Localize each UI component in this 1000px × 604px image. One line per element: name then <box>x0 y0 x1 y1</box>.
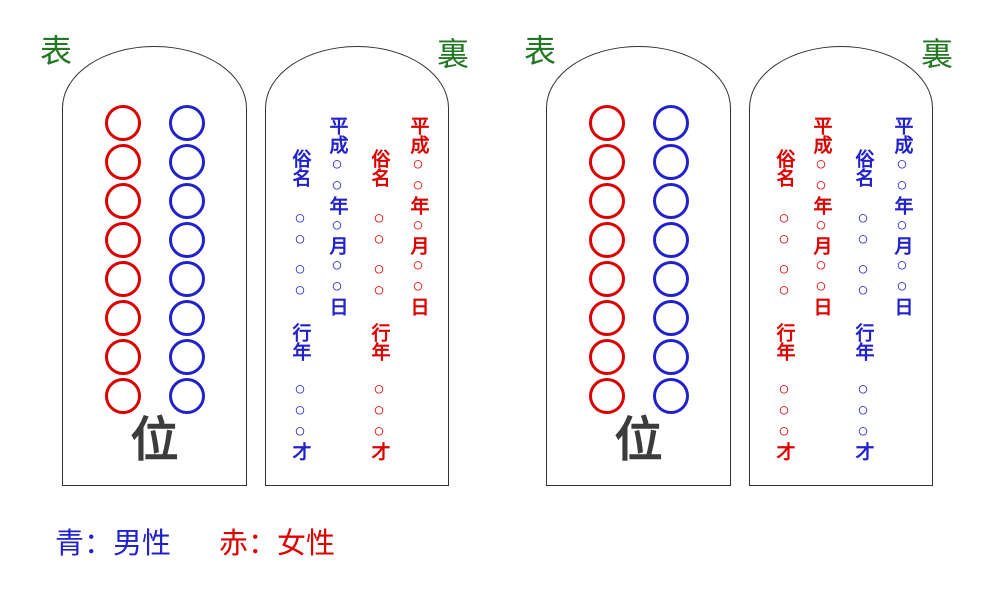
age-label: 行年 <box>773 323 795 361</box>
back-column-date-male: 平成○○年○月○○日 <box>890 47 914 485</box>
name-placeholder-circle <box>169 105 205 141</box>
name-placeholder: ○○ <box>773 208 795 250</box>
name-placeholder-circle <box>105 300 141 336</box>
back-column-name-male: 俗名 ○○ ○○ 行年 ○○○才 <box>288 47 312 485</box>
front-side-label: 表 <box>524 33 557 69</box>
age-placeholder: ○○○才 <box>773 379 795 461</box>
back-column-date-male: 平成○○年○月○○日 <box>325 47 349 485</box>
name-placeholder-circle <box>105 105 141 141</box>
name-placeholder-circle <box>169 261 205 297</box>
name-circles-column-male <box>653 105 689 414</box>
name-placeholder-circle <box>653 222 689 258</box>
name-placeholder-circle <box>653 300 689 336</box>
name-placeholder-circle <box>589 105 625 141</box>
name-placeholder-circle <box>169 378 205 414</box>
seat-character: 位 <box>614 414 663 467</box>
common-name-label: 俗名 <box>773 149 795 187</box>
name-placeholder-circle <box>589 300 625 336</box>
name-placeholder-circle <box>589 222 625 258</box>
name-placeholder-circle <box>169 222 205 258</box>
name-placeholder-circle <box>105 339 141 375</box>
name-placeholder-circle <box>653 378 689 414</box>
legend: 青：男性 赤：女性 <box>55 527 335 562</box>
back-column-name-female: 俗名 ○○ ○○ 行年 ○○○才 <box>772 47 796 485</box>
back-column-name-male: 俗名 ○○ ○○ 行年 ○○○才 <box>851 47 875 485</box>
back-side-label: 裏 <box>437 36 470 72</box>
age-placeholder: ○○○才 <box>289 379 311 461</box>
name-placeholder-circle <box>105 261 141 297</box>
age-label: 行年 <box>852 323 874 361</box>
name-placeholder: ○○ <box>852 259 874 301</box>
seat-character: 位 <box>130 414 179 467</box>
age-label: 行年 <box>368 323 390 361</box>
name-placeholder-circle <box>653 261 689 297</box>
name-placeholder-circle <box>169 144 205 180</box>
name-placeholder: ○○ <box>368 259 390 301</box>
age-placeholder: ○○○才 <box>368 379 390 461</box>
legend-female: 赤：女性 <box>219 528 336 560</box>
back-column-date-female: 平成○○年○月○○日 <box>809 47 833 485</box>
ihai-pair-1: 表裏位俗名○○○○行年○○○才平成○○年○月○○日俗名○○○○行年○○○才平成○… <box>40 33 480 503</box>
name-placeholder-circle <box>169 339 205 375</box>
name-placeholder-circle <box>653 183 689 219</box>
name-placeholder-circle <box>653 339 689 375</box>
name-circles-column-female <box>105 105 141 414</box>
name-placeholder-circle <box>589 378 625 414</box>
name-circles-column-male <box>169 105 205 414</box>
death-date-text: 平成○○年○月○○日 <box>810 116 832 316</box>
death-date-text: 平成○○年○月○○日 <box>407 116 429 316</box>
front-side-label: 表 <box>40 33 73 69</box>
common-name-label: 俗名 <box>368 149 390 187</box>
age-label: 行年 <box>289 323 311 361</box>
name-placeholder-circle <box>105 144 141 180</box>
ihai-back-tablet: 俗名○○○○行年○○○才平成○○年○月○○日俗名○○○○行年○○○才平成○○年○… <box>749 46 933 486</box>
ihai-front-tablet: 位 <box>546 46 731 486</box>
legend-male: 青：男性 <box>55 528 172 560</box>
name-placeholder: ○○ <box>289 208 311 250</box>
back-side-label: 裏 <box>921 36 954 72</box>
ihai-pair-2: 表裏位俗名○○○○行年○○○才平成○○年○月○○日俗名○○○○行年○○○才平成○… <box>524 33 964 503</box>
common-name-label: 俗名 <box>852 149 874 187</box>
name-placeholder-circle <box>105 378 141 414</box>
ihai-front-tablet: 位 <box>62 46 247 486</box>
name-placeholder-circle <box>589 144 625 180</box>
ihai-back-tablet: 俗名○○○○行年○○○才平成○○年○月○○日俗名○○○○行年○○○才平成○○年○… <box>265 46 449 486</box>
death-date-text: 平成○○年○月○○日 <box>326 116 348 316</box>
name-placeholder-circle <box>169 183 205 219</box>
name-placeholder-circle <box>169 300 205 336</box>
back-column-name-female: 俗名 ○○ ○○ 行年 ○○○才 <box>367 47 391 485</box>
name-placeholder: ○○ <box>852 208 874 250</box>
name-placeholder-circle <box>589 339 625 375</box>
name-placeholder-circle <box>105 222 141 258</box>
name-placeholder-circle <box>653 144 689 180</box>
back-column-date-female: 平成○○年○月○○日 <box>406 47 430 485</box>
common-name-label: 俗名 <box>289 149 311 187</box>
name-placeholder-circle <box>589 183 625 219</box>
name-placeholder: ○○ <box>773 259 795 301</box>
name-placeholder-circle <box>105 183 141 219</box>
name-placeholder: ○○ <box>368 208 390 250</box>
death-date-text: 平成○○年○月○○日 <box>891 116 913 316</box>
name-placeholder-circle <box>653 105 689 141</box>
name-placeholder: ○○ <box>289 259 311 301</box>
age-placeholder: ○○○才 <box>852 379 874 461</box>
name-placeholder-circle <box>589 261 625 297</box>
name-circles-column-female <box>589 105 625 414</box>
